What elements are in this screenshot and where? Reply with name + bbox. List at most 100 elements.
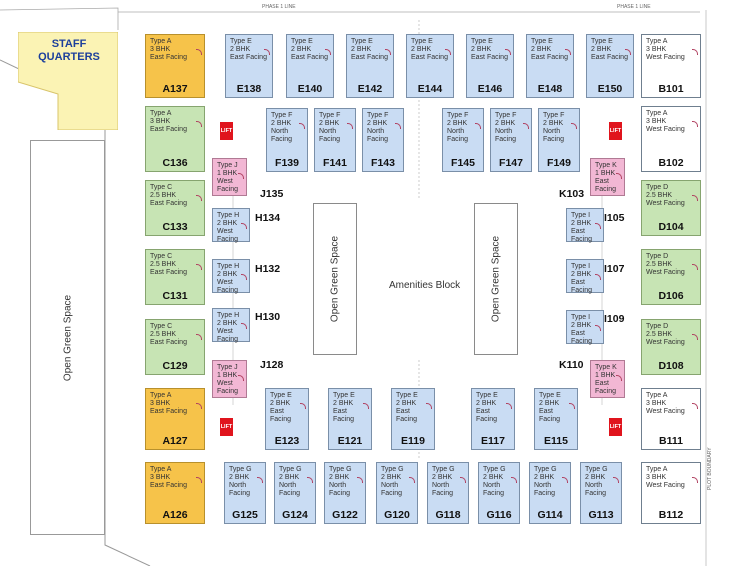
open-green-left: Open Green Space: [30, 140, 105, 535]
unit-type-line: 2 BHK: [230, 46, 251, 53]
unit-type-line: Type G: [432, 466, 455, 473]
unit-type-line: Facing: [217, 186, 239, 193]
unit-type-line: Type D: [646, 184, 669, 191]
unit-type-line: Facing: [483, 490, 505, 497]
unit-type-line: East Facing: [150, 200, 187, 207]
door-icon: [692, 264, 698, 270]
unit-number: C129: [162, 360, 188, 372]
door-icon: [511, 477, 517, 483]
unit-type-line: 2 BHK: [447, 120, 468, 127]
unit-number: F147: [499, 157, 523, 169]
door-icon: [241, 223, 247, 229]
unit-type-line: North: [329, 482, 347, 489]
unit-type-line: East Facing: [396, 408, 418, 423]
door-icon: [692, 334, 698, 340]
amenities-block-label: Amenities Block: [389, 280, 461, 291]
unit-type-line: Type E: [531, 38, 553, 45]
label-h134: H134: [255, 212, 281, 224]
unit-type-line: 1 BHK: [595, 372, 616, 379]
unit-type-line: Type E: [333, 392, 355, 399]
unit-type-line: 2 BHK: [495, 120, 516, 127]
unit-type-line: Type F: [495, 112, 517, 119]
unit-type-line: 2.5 BHK: [646, 331, 673, 338]
unit-number: E140: [297, 83, 323, 95]
unit-number: E117: [481, 435, 505, 447]
unit-number: F149: [547, 157, 571, 169]
unit-type-line: Type A: [150, 110, 172, 117]
open-green-left-label: Open Green Space: [62, 294, 73, 381]
open-green-center-left-label: Open Green Space: [329, 235, 341, 323]
door-icon: [299, 123, 305, 129]
unit-number: G122: [332, 509, 358, 521]
unit-type-line: Type A: [150, 466, 172, 473]
unit-type-line: North: [543, 128, 561, 135]
unit-type-line: 2 BHK: [483, 474, 504, 481]
door-icon: [300, 403, 306, 409]
unit-type-line: East Facing: [333, 408, 355, 423]
unit-type-line: East Facing: [571, 330, 593, 345]
unit-type-line: West Facing: [646, 269, 685, 276]
unit-type-line: Type G: [329, 466, 352, 473]
door-icon: [613, 477, 619, 483]
unit-type-line: 1 BHK: [217, 170, 238, 177]
unit-type-line: 2 BHK: [539, 400, 560, 407]
unit-type-line: East Facing: [230, 54, 267, 61]
door-icon: [506, 403, 512, 409]
unit-type-line: East Facing: [571, 279, 593, 294]
unit-type-line: East Facing: [150, 54, 187, 61]
unit-type-line: Facing: [329, 490, 351, 497]
unit-type-line: Type A: [150, 392, 172, 399]
unit-type-line: 2 BHK: [476, 400, 497, 407]
lift-bottom-left: LIFT: [220, 418, 233, 436]
label-j128: J128: [260, 359, 284, 371]
unit-type-line: North: [319, 128, 337, 135]
unit-number: C133: [162, 221, 188, 233]
unit-number: G114: [537, 509, 563, 521]
unit-type-line: West: [217, 380, 233, 387]
unit-type-line: East Facing: [291, 54, 328, 61]
unit-type-line: East Facing: [351, 54, 388, 61]
unit-type-line: 2 BHK: [333, 400, 354, 407]
unit-type-line: Type E: [411, 38, 433, 45]
unit-type-line: 2 BHK: [351, 46, 372, 53]
open-green-center-left: Open Green Space: [313, 203, 357, 355]
unit-type-line: North: [279, 482, 297, 489]
unit-number: G125: [232, 509, 258, 521]
door-icon: [395, 123, 401, 129]
unit-type-line: 2.5 BHK: [646, 261, 673, 268]
unit-type-line: 2 BHK: [531, 46, 552, 53]
unit-type-line: North: [367, 128, 385, 135]
unit-type-line: 2.5 BHK: [150, 261, 177, 268]
unit-type-line: Type A: [646, 466, 668, 473]
unit-type-line: 3 BHK: [150, 46, 171, 53]
unit-type-line: 2 BHK: [270, 400, 291, 407]
door-icon: [196, 334, 202, 340]
unit-type-line: Type E: [230, 38, 252, 45]
unit-type-line: West: [217, 178, 233, 185]
lift-top-left: LIFT: [220, 122, 233, 140]
unit-type-line: 2 BHK: [534, 474, 555, 481]
unit-number: E123: [274, 435, 300, 447]
unit-type-line: Facing: [381, 490, 403, 497]
unit-type-line: 2 BHK: [543, 120, 564, 127]
unit-type-line: Type F: [447, 112, 469, 119]
unit-type-line: West Facing: [217, 228, 239, 243]
unit-type-line: Type E: [351, 38, 373, 45]
unit-type-line: North: [271, 128, 289, 135]
